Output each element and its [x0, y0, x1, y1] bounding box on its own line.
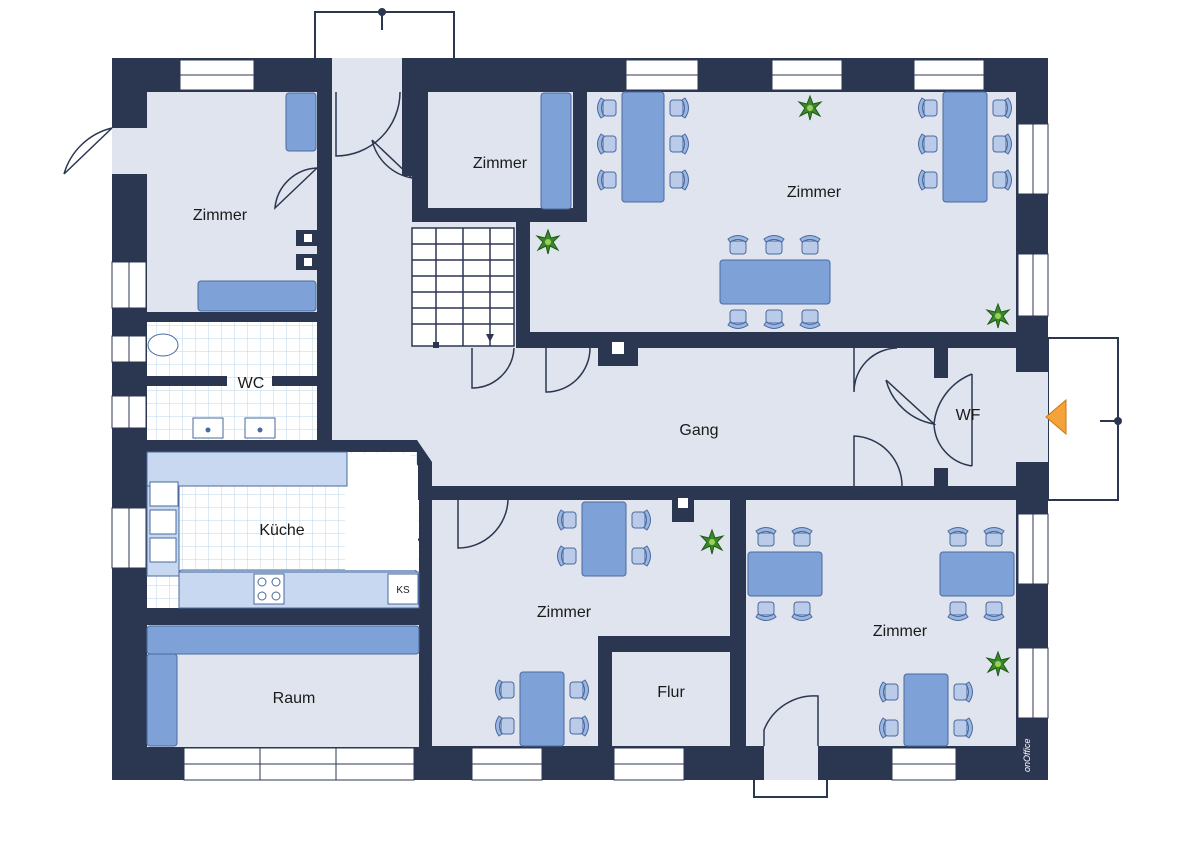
chair	[669, 169, 689, 191]
table-se-3	[879, 673, 973, 747]
chair	[983, 601, 1005, 621]
room-label-zimmer-small: Zimmer	[473, 155, 528, 172]
chair	[953, 681, 973, 703]
chair	[918, 169, 938, 191]
dining-table	[719, 259, 831, 305]
room-label-zimmer-ne: Zimmer	[787, 184, 842, 201]
dining-table	[939, 551, 1015, 597]
dining-table	[903, 673, 949, 747]
chair	[669, 97, 689, 119]
room-label-flur: Flur	[657, 684, 685, 701]
dining-table	[621, 91, 665, 203]
room-label-zimmer-sc: Zimmer	[537, 604, 592, 621]
dining-table	[747, 551, 823, 597]
chair	[953, 717, 973, 739]
chair	[763, 235, 785, 255]
room-label-raum: Raum	[273, 690, 316, 707]
logo-text: onOffice	[1022, 738, 1032, 772]
window-panes	[128, 74, 1034, 765]
doors	[63, 91, 973, 746]
chair	[799, 309, 821, 329]
chair	[755, 527, 777, 547]
chair	[557, 545, 577, 567]
kitchen-counter-top	[146, 451, 348, 487]
chair	[791, 601, 813, 621]
chair	[597, 169, 617, 191]
chair	[597, 97, 617, 119]
chair	[569, 715, 589, 737]
staircase	[411, 227, 515, 347]
chair	[879, 717, 899, 739]
fridge	[387, 573, 419, 605]
chair	[992, 97, 1012, 119]
table-ne-center	[719, 235, 831, 329]
wc-fixtures	[147, 333, 276, 439]
fridge-label: KS	[396, 585, 410, 596]
chair	[597, 133, 617, 155]
table-se-1	[747, 527, 823, 621]
chair	[983, 527, 1005, 547]
chair	[495, 715, 515, 737]
stair-arrow	[433, 334, 494, 348]
door-openings	[112, 58, 1048, 780]
kitchen-counter-bottom	[178, 571, 420, 609]
table-sc-1	[557, 501, 651, 577]
room-label-zimmer-nw: Zimmer	[193, 207, 248, 224]
chair	[669, 133, 689, 155]
table-ne-2	[918, 91, 1012, 203]
room-label-wc: WC	[238, 375, 265, 392]
chair	[879, 681, 899, 703]
chair	[727, 235, 749, 255]
kitchen-appliances	[149, 481, 419, 605]
chair	[791, 527, 813, 547]
dining-table	[581, 501, 627, 577]
entrance-arrow-icon	[1045, 398, 1067, 436]
chair	[918, 133, 938, 155]
chair	[631, 545, 651, 567]
chair	[727, 309, 749, 329]
chair	[557, 509, 577, 531]
dining-table	[942, 91, 988, 203]
chair	[495, 679, 515, 701]
chair	[755, 601, 777, 621]
table-ne-1	[597, 91, 689, 203]
table-sc-2	[495, 671, 589, 747]
onoffice-logo: onOffice	[1022, 738, 1032, 772]
interior-walls	[147, 58, 1048, 748]
room-label-wf: WF	[956, 407, 981, 424]
chair	[947, 601, 969, 621]
chair	[569, 679, 589, 701]
table-se-2	[939, 527, 1015, 621]
chair	[763, 309, 785, 329]
dining-table	[519, 671, 565, 747]
wall-voids	[304, 234, 688, 508]
chair	[992, 133, 1012, 155]
chair	[918, 97, 938, 119]
room-label-kueche: Küche	[259, 522, 304, 539]
chair	[947, 527, 969, 547]
room-label-gang: Gang	[679, 422, 718, 439]
chair	[631, 509, 651, 531]
room-label-zimmer-se: Zimmer	[873, 623, 928, 640]
chair	[992, 169, 1012, 191]
dining-sets	[495, 91, 1015, 747]
chair	[799, 235, 821, 255]
